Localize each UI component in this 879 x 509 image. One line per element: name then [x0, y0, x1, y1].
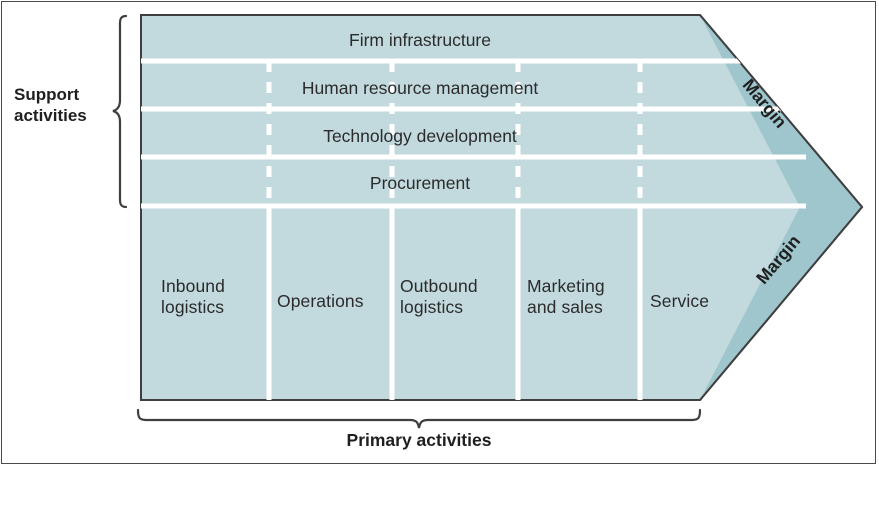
- primary-column-marketing-and-sales: Marketing and sales: [527, 276, 605, 317]
- support-activities-label: Support activities: [14, 85, 87, 126]
- support-row-firm-infrastructure: Firm infrastructure: [349, 30, 491, 50]
- primary-activities-bracket: [136, 408, 702, 429]
- primary-column-operations: Operations: [277, 291, 364, 311]
- primary-column-inbound-logistics: Inbound logistics: [161, 276, 225, 317]
- primary-column-service: Service: [650, 291, 710, 311]
- margin-band-fill: [700, 15, 862, 400]
- support-row-technology-development: Technology development: [323, 126, 517, 146]
- primary-activities-label: Primary activities: [346, 430, 492, 450]
- support-row-human-resource-management: Human resource management: [301, 78, 539, 98]
- support-activities-bracket: [112, 14, 128, 209]
- primary-column-outbound-logistics: Outbound logistics: [400, 276, 478, 317]
- primary-dividers: [266, 206, 643, 400]
- support-dashed-dividers: [266, 61, 643, 206]
- support-row-procurement: Procurement: [369, 173, 471, 193]
- chevron-grid: [141, 58, 806, 400]
- chevron-outline: [140, 14, 864, 401]
